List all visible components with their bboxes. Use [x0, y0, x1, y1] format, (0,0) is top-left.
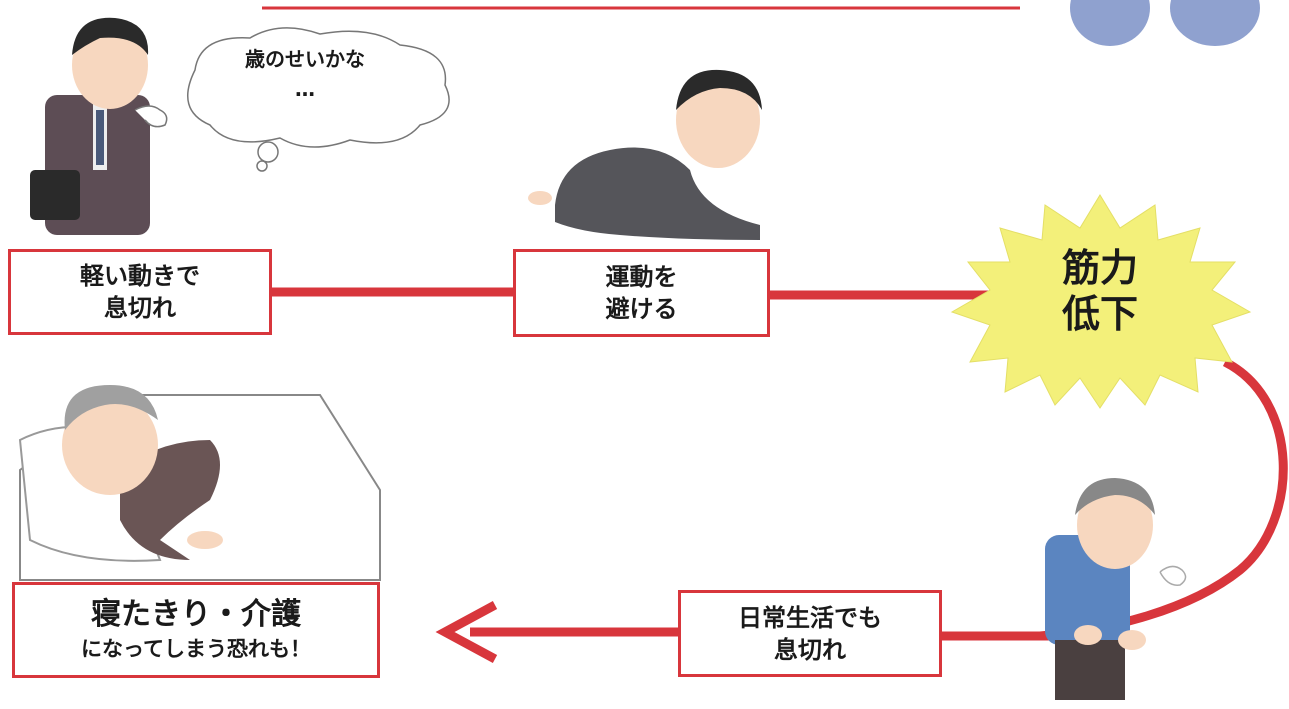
- muscle-decline-burst: [950, 194, 1252, 409]
- step-muscle-decline-line1: 筋力: [1061, 246, 1138, 290]
- step-bedridden: 寝たきり・介護 になってしまう恐れも！: [12, 582, 380, 678]
- step-breathless-light: 軽い動きで 息切れ: [8, 249, 272, 335]
- thought-line-1: 歳のせいかな: [245, 47, 365, 71]
- heading-text-cut: [260, 0, 1020, 2]
- arrow-head: [435, 601, 498, 663]
- lungs-icon: [1070, 0, 1260, 46]
- thought-line-2: …: [295, 77, 315, 101]
- step-breathless-daily-line1: 日常生活でも: [738, 603, 882, 632]
- step-breathless-light-line1: 軽い動きで: [80, 262, 200, 290]
- step-bedridden-line1: 寝たきり・介護: [91, 597, 301, 632]
- step-muscle-decline-line2: 低下: [1061, 292, 1138, 336]
- step-bedridden-line2: になってしまう恐れも！: [81, 637, 311, 661]
- thought-bubble: [187, 27, 450, 172]
- step-avoid-exercise-line1: 運動を: [605, 263, 678, 291]
- step-avoid-exercise: 運動を 避ける: [513, 249, 770, 337]
- bedridden-illustration: [18, 385, 381, 581]
- thought-text: 歳のせいかな …: [205, 44, 405, 104]
- step-avoid-exercise-line2: 避ける: [605, 295, 678, 323]
- step-breathless-daily: 日常生活でも 息切れ: [678, 590, 942, 677]
- step-breathless-daily-line2: 息切れ: [774, 635, 846, 664]
- step-muscle-decline: 筋力 低下: [1040, 245, 1160, 337]
- tired-man-illustration: [1045, 478, 1187, 700]
- businessman-illustration: [30, 17, 168, 235]
- step-breathless-light-line2: 息切れ: [104, 294, 176, 322]
- lying-man-illustration: [528, 69, 762, 240]
